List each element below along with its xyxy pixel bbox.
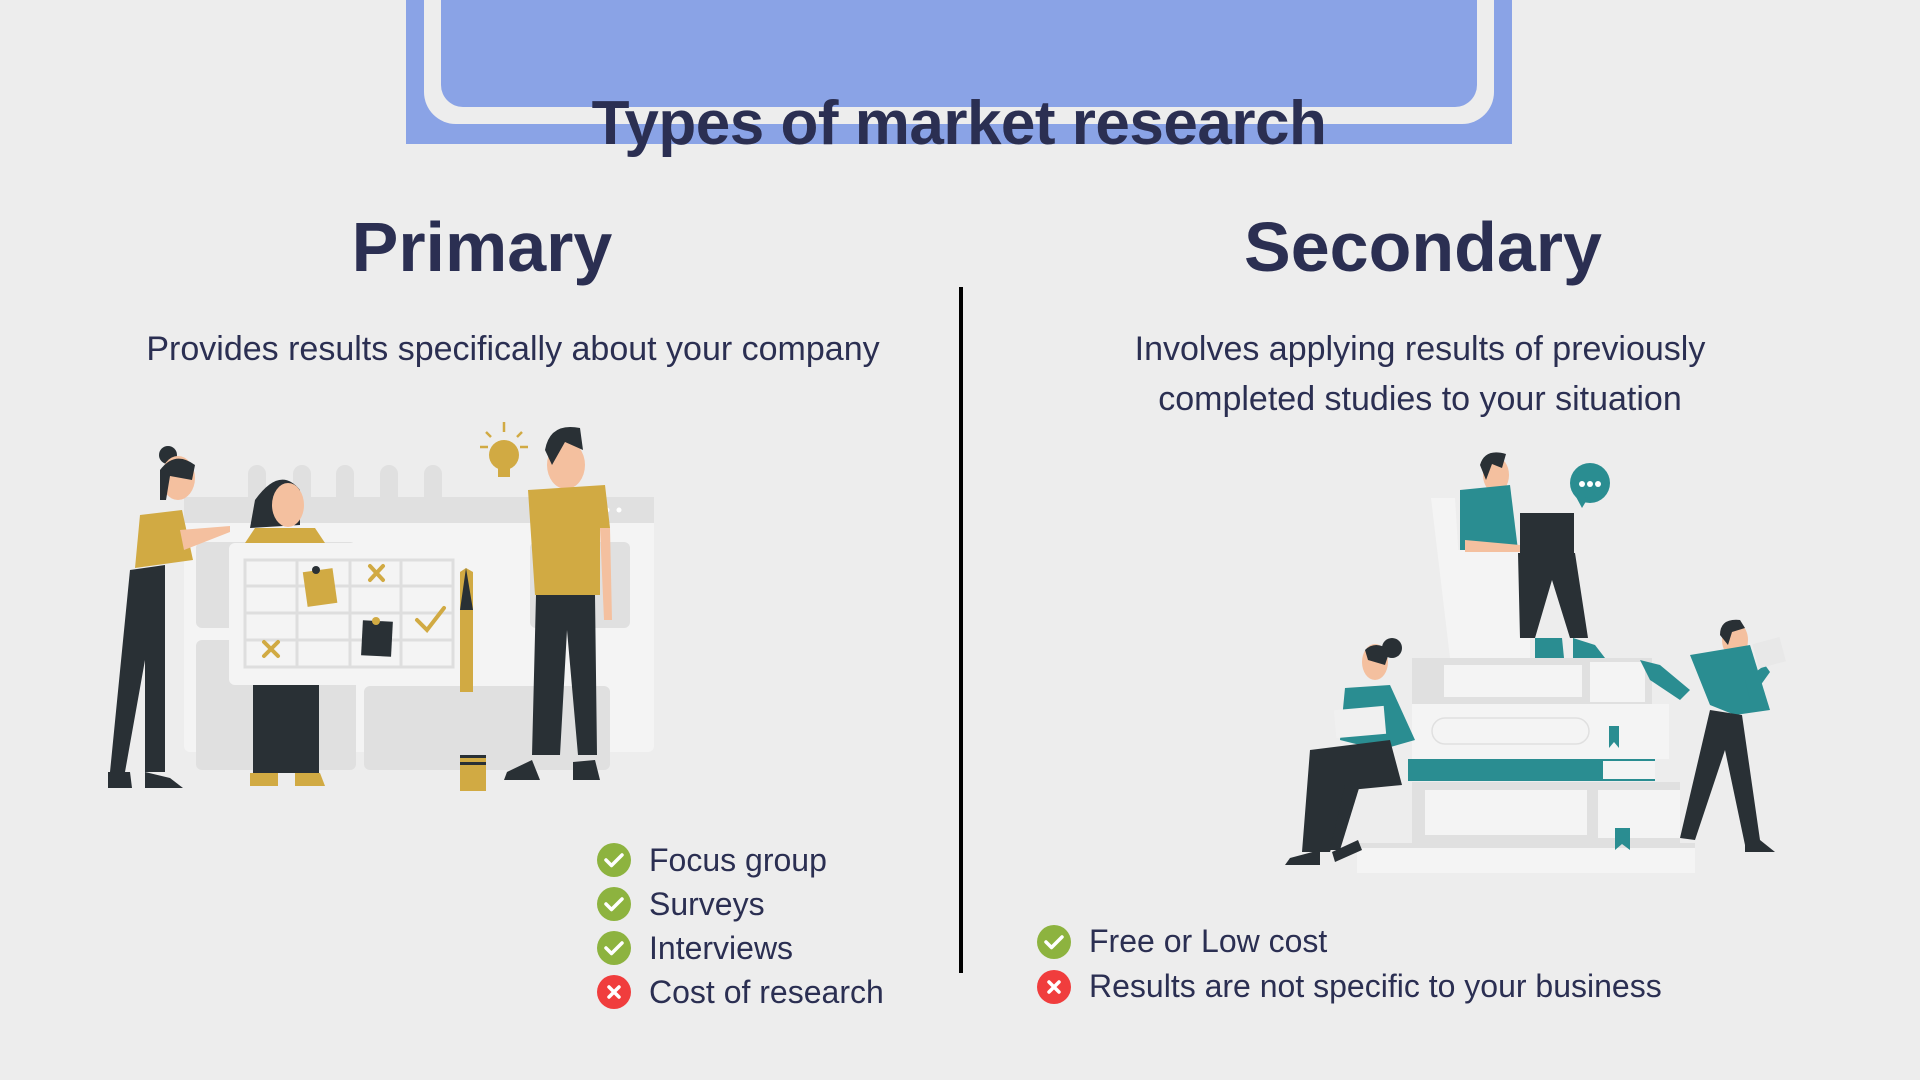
list-item: Focus group (597, 838, 884, 882)
primary-description: Provides results specifically about your… (146, 330, 880, 368)
primary-points-list: Focus group Surveys Interviews Cost of r… (597, 838, 884, 1014)
list-item-label: Focus group (649, 841, 827, 878)
column-divider (959, 287, 963, 973)
check-circle-icon (1037, 924, 1071, 959)
check-circle-icon (597, 843, 631, 877)
list-item-label: Surveys (649, 885, 765, 922)
secondary-description-line-2: completed studies to your situation (1158, 380, 1682, 418)
list-item: Surveys (597, 882, 884, 926)
list-item: Interviews (597, 926, 884, 970)
title-inner-box (441, 0, 1477, 107)
secondary-points-list: Free or Low cost Results are not specifi… (1037, 919, 1662, 1009)
list-item-label: Interviews (649, 929, 794, 966)
team-planning-calendar-illustration (108, 422, 654, 791)
title-frame (424, 0, 1494, 124)
secondary-heading: Secondary (1244, 208, 1602, 286)
secondary-description-line-1: Involves applying results of previously (1134, 330, 1706, 368)
list-item-label: Free or Low cost (1089, 923, 1328, 959)
list-item: Results are not specific to your busines… (1037, 964, 1662, 1009)
x-circle-icon (597, 975, 631, 1009)
list-item: Free or Low cost (1037, 919, 1662, 964)
title-panel: Types of market research (406, 0, 1512, 155)
list-item-label: Cost of research (649, 973, 884, 1010)
secondary-description: Involves applying results of previously … (1070, 324, 1770, 424)
people-reading-books-illustration (1285, 452, 1786, 873)
list-item-label: Results are not specific to your busines… (1089, 968, 1662, 1004)
list-item: Cost of research (597, 970, 884, 1014)
x-circle-icon (1037, 969, 1071, 1004)
check-circle-icon (597, 887, 631, 921)
primary-heading: Primary (351, 208, 613, 286)
page-title: Types of market research (591, 89, 1327, 158)
check-circle-icon (597, 931, 631, 965)
